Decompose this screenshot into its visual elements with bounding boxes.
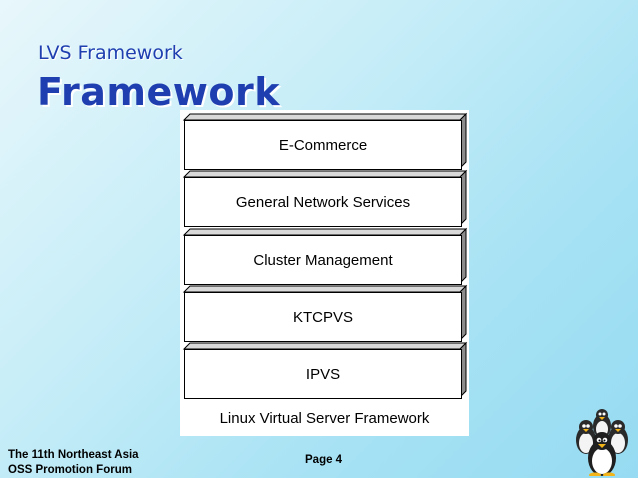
slide-title: Framework: [37, 70, 281, 114]
layer-label: General Network Services: [184, 177, 462, 227]
forum-name: The 11th Northeast Asia OSS Promotion Fo…: [8, 448, 139, 478]
diagram-caption: Linux Virtual Server Framework: [219, 410, 430, 427]
forum-name-line-2: OSS Promotion Forum: [8, 464, 132, 476]
page-number: Page 4: [305, 454, 343, 466]
layer-label: IPVS: [184, 349, 462, 399]
framework-diagram: E-Commerce General Network Services Clus…: [180, 110, 469, 436]
slide-subtitle: LVS Framework: [38, 42, 183, 64]
layer-label: KTCPVS: [184, 292, 462, 342]
layer-label: E-Commerce: [184, 120, 462, 170]
layer-label: Cluster Management: [184, 235, 462, 285]
forum-name-line-1: The 11th Northeast Asia: [8, 449, 139, 461]
tux-penguin-group-icon: [576, 409, 628, 476]
